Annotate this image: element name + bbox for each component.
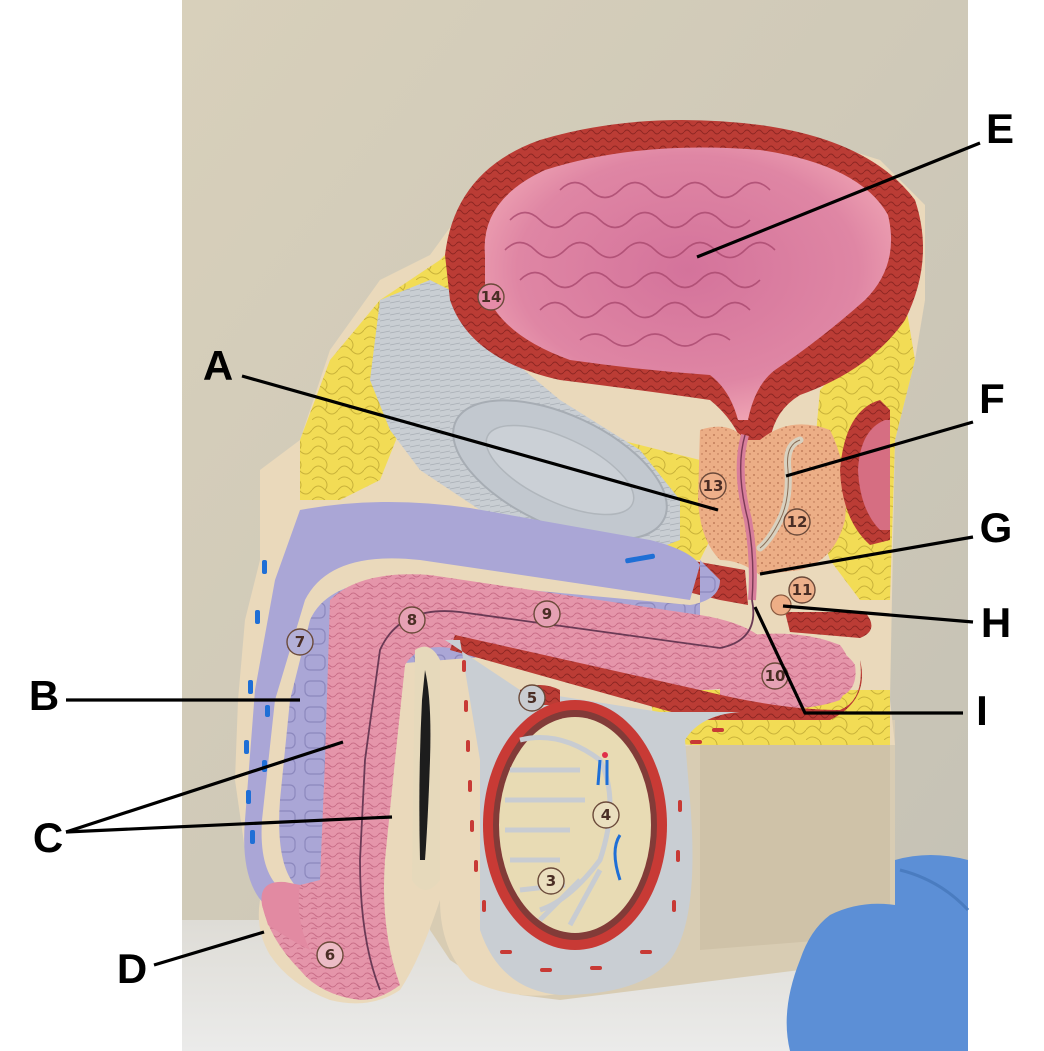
marker-badge <box>518 684 546 712</box>
testis <box>499 717 651 933</box>
marker-number: 11 <box>792 581 813 599</box>
callout-letter: B <box>29 672 59 719</box>
callout-d: D <box>117 930 265 992</box>
marker-number: 5 <box>527 689 537 707</box>
callout-c: C <box>33 740 393 861</box>
marker-number: 8 <box>407 611 417 629</box>
marker-badge <box>788 576 816 604</box>
marker-11: 11 <box>788 576 816 604</box>
callout-e: E <box>696 105 1014 259</box>
marker-number: 10 <box>765 667 786 685</box>
superficial-veins <box>244 553 655 844</box>
marker-badge <box>286 628 314 656</box>
leader-line <box>65 815 393 834</box>
marker-badge <box>537 867 565 895</box>
leader-line <box>785 420 974 478</box>
dartos-dashes <box>462 660 724 972</box>
testis-septa <box>505 735 613 927</box>
corpus-spongiosum <box>262 574 770 1000</box>
marker-number: 13 <box>703 477 724 495</box>
prostate <box>698 424 846 575</box>
callouts: A B C D E F G HI <box>29 105 1014 992</box>
bladder-rugae <box>504 181 776 347</box>
marker-badge <box>699 472 727 500</box>
callout-b: B <box>29 672 300 719</box>
marker-14: 14 <box>477 283 505 311</box>
marker-badge <box>783 508 811 536</box>
callout-letter: D <box>117 945 147 992</box>
leader-line <box>759 535 974 576</box>
marker-number: 6 <box>325 946 335 964</box>
marker-6: 6 <box>316 941 344 969</box>
callout-letter: F <box>979 375 1005 422</box>
marker-8: 8 <box>398 606 426 634</box>
glans <box>261 881 310 950</box>
marker-3: 3 <box>537 867 565 895</box>
marker-number: 3 <box>546 872 556 890</box>
photo <box>182 0 970 1051</box>
callout-letter: C <box>33 814 63 861</box>
model-markers: 3 4 5 6 7 8 9 10 11 12 13 14 <box>286 283 816 969</box>
marker-12: 12 <box>783 508 811 536</box>
marker-badge <box>533 600 561 628</box>
leader-line <box>753 606 963 715</box>
penile-urethra <box>359 599 755 991</box>
testicular-vessels <box>596 759 622 881</box>
callout-g: G <box>759 504 1013 576</box>
marker-9: 9 <box>533 600 561 628</box>
marker-7: 7 <box>286 628 314 656</box>
bulbourethral-gland <box>770 594 792 616</box>
leader-line <box>696 141 981 259</box>
blue-glove <box>786 855 968 1051</box>
marker-number: 7 <box>295 633 305 651</box>
leader-line <box>782 604 974 624</box>
bladder-lumen <box>484 147 892 420</box>
callout-letter: E <box>986 105 1014 152</box>
marker-number: 14 <box>481 288 502 306</box>
callout-f: F <box>785 375 1005 478</box>
marker-number: 12 <box>787 513 808 531</box>
callout-letter: I <box>976 687 988 734</box>
callout-letter: G <box>980 504 1013 551</box>
leader-line <box>153 930 265 967</box>
marker-badge <box>477 283 505 311</box>
marker-number: 9 <box>542 605 552 623</box>
callout-a: A <box>203 342 719 512</box>
marker-5: 5 <box>518 684 546 712</box>
callout-i: I <box>753 606 988 734</box>
callout-letter: A <box>203 342 233 389</box>
marker-13: 13 <box>699 472 727 500</box>
marker-number: 4 <box>601 806 611 824</box>
callout-letter: H <box>981 599 1011 646</box>
marker-4: 4 <box>592 801 620 829</box>
leader-line <box>65 740 344 834</box>
marker-badge <box>398 606 426 634</box>
marker-badge <box>316 941 344 969</box>
callout-h: H <box>782 599 1011 646</box>
marker-badge <box>592 801 620 829</box>
leader-line <box>241 374 719 512</box>
